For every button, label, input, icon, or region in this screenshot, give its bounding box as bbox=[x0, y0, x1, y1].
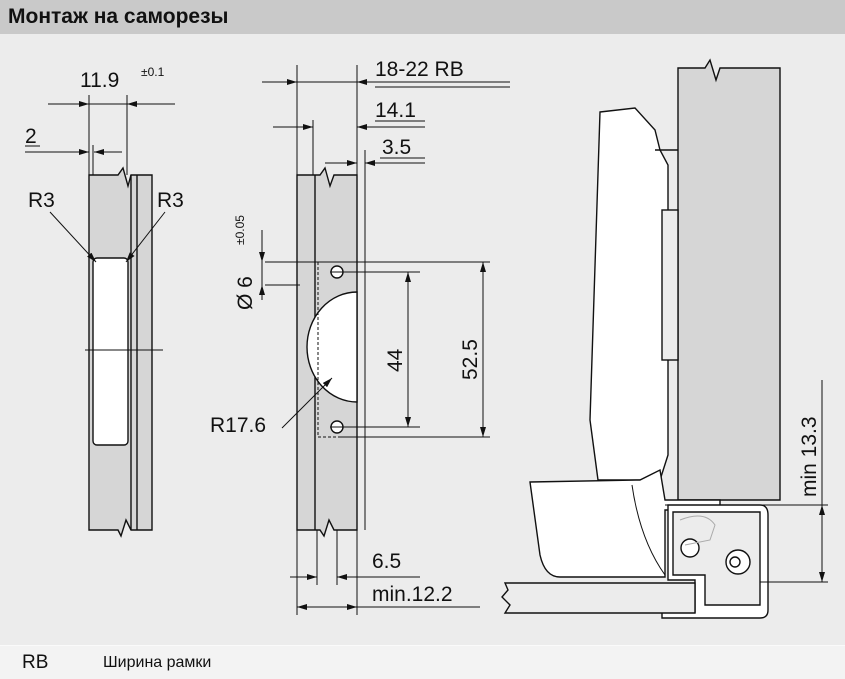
page-title: Монтаж на саморезы bbox=[8, 5, 229, 28]
legend: RB Ширина рамки bbox=[0, 645, 845, 679]
dim-52-5-label: 52.5 bbox=[459, 339, 482, 380]
dim-6-5-label: 6.5 bbox=[372, 550, 401, 573]
dim-11-9 bbox=[48, 95, 175, 175]
dim-2-label: 2 bbox=[25, 125, 37, 148]
radius-left-label: R3 bbox=[28, 189, 55, 212]
dim-14-1-label: 14.1 bbox=[375, 99, 416, 122]
hole-diameter-label: Ø 6 bbox=[234, 276, 257, 310]
dim-11-9-tolerance: ±0.1 bbox=[141, 65, 165, 79]
legend-value: Ширина рамки bbox=[103, 654, 212, 671]
dim-min-13-3 bbox=[665, 380, 828, 583]
frame-width-label: 18-22 RB bbox=[375, 58, 464, 81]
dim-2 bbox=[25, 145, 122, 175]
radius-right-label: R3 bbox=[157, 189, 184, 212]
middle-dims bbox=[259, 65, 510, 615]
legend-key: RB bbox=[22, 652, 49, 673]
dim-3-5-label: 3.5 bbox=[382, 136, 411, 159]
dim-44-label: 44 bbox=[384, 348, 407, 372]
dim-min-12-2-label: min.12.2 bbox=[372, 583, 453, 606]
dim-min-13-3-label: min 13.3 bbox=[798, 416, 821, 497]
dim-11-9-label: 11.9 bbox=[80, 69, 119, 92]
title-bar: Монтаж на саморезы bbox=[0, 0, 845, 34]
hinge-assembly bbox=[501, 58, 781, 619]
cup-radius-label: R17.6 bbox=[210, 414, 266, 437]
technical-drawing: 11.9 ±0.1 2 R3 R3 18-22 RB 14.1 3.5 Ø 6 … bbox=[25, 58, 828, 619]
left-view-profile bbox=[85, 166, 163, 538]
hole-tolerance-label: ±0.05 bbox=[233, 215, 247, 245]
middle-view-profile bbox=[265, 166, 490, 538]
